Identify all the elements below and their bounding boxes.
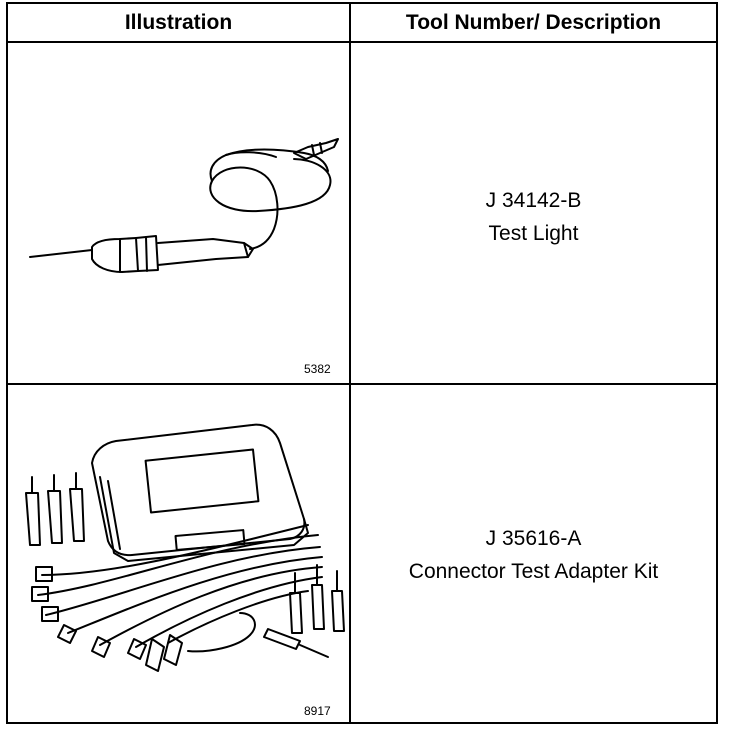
figure-number: 5382 [304, 362, 331, 376]
header-illustration: Illustration [124, 10, 233, 34]
adapter-kit-illustration [25, 423, 345, 672]
column-divider [349, 4, 351, 722]
test-light-illustration [29, 138, 339, 273]
row-divider [8, 383, 716, 385]
tool-name: Connector Test Adapter Kit [408, 560, 659, 583]
tool-number: J 35616-A [485, 527, 582, 550]
header-description: Tool Number/ Description [405, 10, 662, 34]
tool-number: J 34142-B [485, 189, 582, 212]
figure-number: 8917 [304, 704, 331, 718]
tool-description-2: J 35616-A Connector Test Adapter Kit [351, 522, 716, 588]
tool-description-1: J 34142-B Test Light [351, 184, 716, 250]
tools-table: Illustration Tool Number/ Description 53… [6, 2, 718, 724]
header-divider [8, 41, 716, 43]
tool-name: Test Light [488, 222, 579, 245]
